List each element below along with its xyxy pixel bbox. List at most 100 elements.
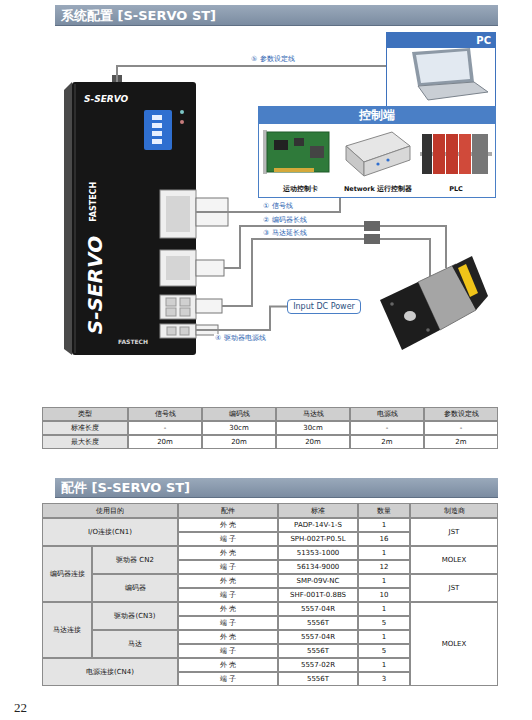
card-edge <box>274 168 314 172</box>
table-cell: 10 <box>358 588 410 602</box>
table-cell: JST <box>410 574 498 602</box>
power-pin <box>180 327 189 335</box>
dip-lever <box>152 131 162 136</box>
motor-connector <box>160 295 196 319</box>
table-cell: - <box>424 421 498 435</box>
power-pin <box>167 327 176 335</box>
encoder-connector <box>160 250 196 286</box>
chip <box>274 140 288 150</box>
table-cell: 配件 <box>178 503 278 518</box>
cable-line <box>196 307 287 331</box>
status-led <box>180 120 184 124</box>
cable-label: ① 信号线 <box>262 202 294 210</box>
table-cell: 马达 <box>92 630 178 658</box>
cable-label: ③ 马达延长线 <box>262 229 308 237</box>
motor-shaft <box>404 311 416 321</box>
table-cell: 使用目的 <box>42 503 178 518</box>
table-cell: 外 壳 <box>178 602 278 616</box>
mount-hole <box>390 302 394 306</box>
cable-joint <box>364 221 380 231</box>
plc-unit: PLC <box>418 127 494 195</box>
plc-module <box>459 134 471 174</box>
controller-port <box>376 162 379 165</box>
table-cell: 马达连接 <box>42 602 92 658</box>
image-caption: PLC <box>418 186 494 193</box>
table-cell: 端 子 <box>178 532 278 546</box>
drive-side <box>64 82 72 355</box>
table-cell: 30cm <box>202 421 276 435</box>
table-cell: 5556T <box>278 672 358 686</box>
drive-body <box>72 82 196 355</box>
motor-plug <box>196 299 222 313</box>
card-bracket <box>263 130 267 174</box>
motor-label <box>458 264 478 297</box>
motor-cable <box>380 239 430 276</box>
box-heading: 控制端 <box>259 107 495 124</box>
table-cell: 51353-1000 <box>278 546 358 560</box>
plc-module <box>472 134 488 174</box>
cable-line <box>196 198 340 212</box>
table-cell: 1 <box>358 630 410 644</box>
chip <box>294 138 304 146</box>
table-cell: 外 壳 <box>178 630 278 644</box>
table-cell: 20m <box>276 435 350 449</box>
table-cell: SHF-001T-0.8BS <box>278 588 358 602</box>
dip-lever <box>152 123 162 128</box>
section-heading: 系统配置 [S-SERVO ST] <box>55 5 498 26</box>
plc-module <box>433 134 445 174</box>
table-cell: 1 <box>358 602 410 616</box>
power-connector <box>160 324 196 338</box>
table-cell: MOLEX <box>410 602 498 686</box>
table-cell: 20m <box>128 435 202 449</box>
table-cell: 端 子 <box>178 588 278 602</box>
plc-module <box>446 134 458 174</box>
laptop-base <box>418 82 488 100</box>
drive-bevel <box>74 84 76 353</box>
table-cell: 5 <box>358 616 410 630</box>
encoder-socket <box>166 256 190 280</box>
table-cell: 5556T <box>278 644 358 658</box>
box-heading: PC <box>387 33 495 48</box>
table-cell: 信号线 <box>128 407 202 421</box>
controller-port <box>386 158 389 161</box>
table-cell: 2m <box>424 435 498 449</box>
table-cell: 56134-9000 <box>278 560 358 574</box>
table-cell: - <box>350 421 424 435</box>
table-cell: 端 子 <box>178 644 278 658</box>
table-cell: 马达线 <box>276 407 350 421</box>
table-cell: 标准长度 <box>42 421 128 435</box>
table-cell: SMP-09V-NC <box>278 574 358 588</box>
table-cell: 驱动器(CN3) <box>92 602 178 630</box>
table-cell: 12 <box>358 560 410 574</box>
controller-front <box>346 146 364 176</box>
table-cell: 5 <box>358 644 410 658</box>
table-cell: 端 子 <box>178 672 278 686</box>
table-cell: 参数设定线 <box>424 407 498 421</box>
motor-encoder-cap <box>452 256 488 310</box>
motion-card: 运动控制卡 <box>262 127 338 195</box>
drive-logo: S-SERVO <box>84 94 128 105</box>
dip-lever <box>152 139 162 144</box>
power-input: Input DC Power <box>287 299 361 314</box>
table-cell: 编码器连接 <box>42 546 92 602</box>
table-cell: 1 <box>358 574 410 588</box>
cable-label: ② 编码器长线 <box>262 216 308 224</box>
status-led <box>180 110 184 114</box>
table-cell: I/O连接(CN1) <box>42 518 178 546</box>
encoder-cable <box>224 226 364 268</box>
table-cell: 1 <box>358 658 410 672</box>
table-cell: 16 <box>358 532 410 546</box>
mount-hole <box>426 328 430 332</box>
io-connector <box>160 190 196 238</box>
cable-line <box>117 66 386 82</box>
motion-card-pcb <box>267 132 329 172</box>
table-cell: 5557-04R <box>278 602 358 616</box>
table-cell: 2m <box>350 435 424 449</box>
encoder-plug <box>196 260 224 276</box>
io-socket <box>166 196 190 232</box>
table-cell: 5557-02R <box>278 658 358 672</box>
table-cell: 5556T <box>278 616 358 630</box>
motor-pin <box>166 298 176 306</box>
drive-logo: S-SERVO <box>83 236 107 334</box>
